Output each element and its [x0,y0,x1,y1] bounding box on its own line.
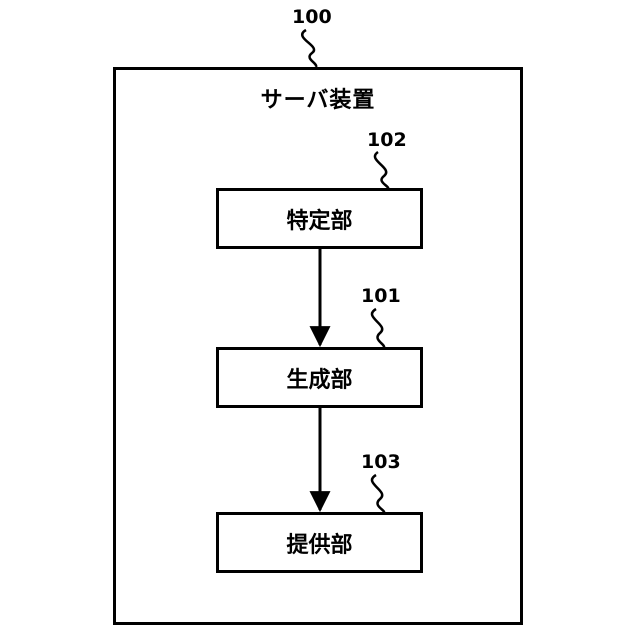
generation-unit-block: 生成部 [216,347,423,408]
ref-label-identification-unit: 102 [367,131,407,150]
generation-unit-label: 生成部 [286,362,352,394]
ref-label-server: 100 [292,8,332,27]
provision-unit-block: 提供部 [216,512,423,573]
ref-label-provision-unit: 103 [361,453,401,472]
provision-unit-label: 提供部 [286,527,352,559]
ref-label-generation-unit: 101 [361,287,401,306]
identification-unit-label: 特定部 [286,203,352,235]
server-device-title: サーバ装置 [113,82,523,114]
identification-unit-block: 特定部 [216,188,423,249]
leader-line-server [302,30,316,67]
